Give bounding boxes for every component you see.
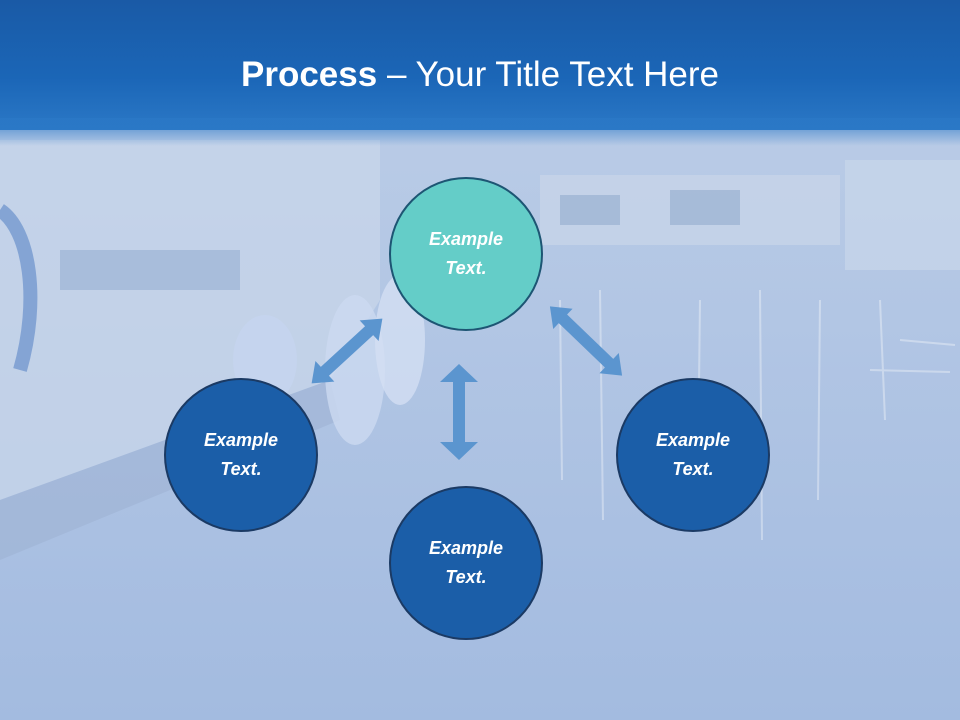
double-arrow-top-right <box>549 306 623 376</box>
double-arrow-vertical <box>440 364 478 460</box>
slide-title-rest: – Your Title Text Here <box>377 55 719 94</box>
process-node-top[interactable]: Example Text. <box>389 177 543 331</box>
slide-title-bold: Process <box>241 55 378 94</box>
title-banner-fade <box>0 118 960 146</box>
process-node-right-text: Example Text. <box>655 430 731 479</box>
process-node-bottom[interactable]: Example Text. <box>389 486 543 640</box>
process-node-left-text: Example Text. <box>203 430 279 479</box>
process-node-top-text: Example Text. <box>428 229 504 278</box>
process-node-left[interactable]: Example Text. <box>164 378 318 532</box>
double-arrow-top-left <box>311 318 383 384</box>
slide-title[interactable]: Process – Your Title Text Here <box>0 52 960 98</box>
title-banner <box>0 0 960 130</box>
process-node-right[interactable]: Example Text. <box>616 378 770 532</box>
process-node-bottom-text: Example Text. <box>428 538 504 587</box>
